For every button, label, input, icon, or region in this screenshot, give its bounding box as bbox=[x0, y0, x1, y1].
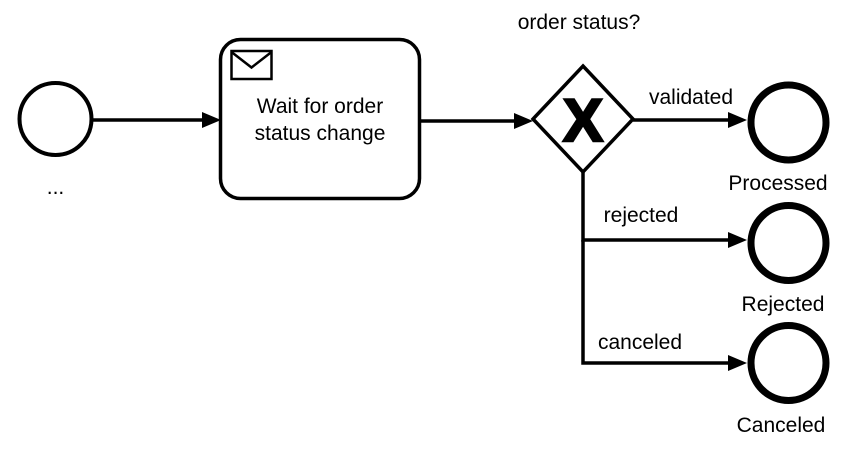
xor-marker-icon: X bbox=[563, 87, 603, 154]
arrowhead-icon bbox=[514, 113, 533, 129]
end-event-label-processed: Processed bbox=[728, 172, 827, 195]
end-event-circle bbox=[747, 202, 830, 284]
arrowhead-icon bbox=[728, 232, 747, 248]
arrowhead-icon bbox=[202, 112, 221, 128]
arrowhead-icon bbox=[728, 112, 747, 128]
task-label-line2: status change bbox=[255, 122, 386, 145]
flow-start-to-task[interactable] bbox=[92, 112, 221, 128]
end-event-processed[interactable]: Processed bbox=[728, 81, 830, 195]
end-event-circle bbox=[747, 322, 830, 404]
task-wait-for-order-status-change[interactable]: Wait for order status change bbox=[218, 37, 422, 201]
end-event-label-canceled: Canceled bbox=[737, 414, 826, 437]
flow-line bbox=[581, 240, 731, 365]
flow-label-validated: validated bbox=[649, 86, 733, 109]
task-label-line1: Wait for order bbox=[257, 95, 383, 118]
gateway-question-label: order status? bbox=[518, 11, 641, 34]
end-event-label-rejected: Rejected bbox=[742, 293, 825, 316]
end-event-circle bbox=[747, 81, 830, 164]
start-event[interactable]: ... bbox=[17, 81, 94, 199]
start-event-label: ... bbox=[47, 176, 65, 199]
flow-validated[interactable]: validated bbox=[633, 86, 747, 128]
start-event-circle bbox=[17, 81, 94, 157]
flow-task-to-gateway[interactable] bbox=[420, 113, 533, 129]
flow-canceled[interactable]: canceled bbox=[581, 240, 747, 371]
end-event-canceled[interactable]: Canceled bbox=[737, 322, 830, 438]
arrowhead-icon bbox=[728, 355, 747, 371]
message-envelope-icon bbox=[230, 49, 273, 81]
end-event-rejected[interactable]: Rejected bbox=[742, 202, 830, 317]
flow-label-rejected: rejected bbox=[604, 204, 679, 227]
flow-label-canceled: canceled bbox=[598, 331, 682, 354]
exclusive-gateway[interactable]: X order status? bbox=[518, 11, 641, 175]
gateway-diamond bbox=[530, 63, 636, 175]
flow-rejected[interactable]: rejected bbox=[581, 172, 747, 248]
